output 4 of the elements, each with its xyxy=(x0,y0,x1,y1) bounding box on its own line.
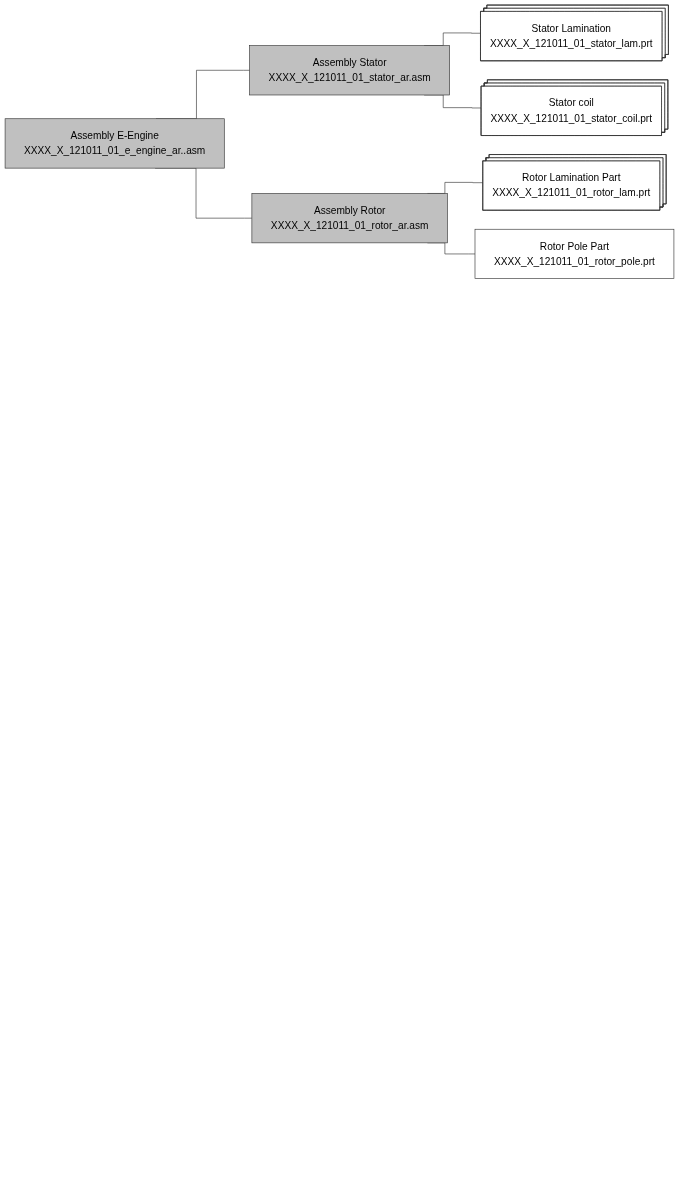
node-box: Assembly Stator XXXX_X_121011_01_stator_ar.asm xyxy=(249,45,450,96)
node-box: Assembly Rotor XXXX_X_121011_01_rotor_ar.asm xyxy=(251,193,448,244)
node-box: Rotor Pole Part XXXX_X_121011_01_rotor_pole.prt xyxy=(474,228,675,279)
node-box: Assembly E-Engine XXXX_X_121011_01_e_engine_ar..asm xyxy=(4,118,225,169)
